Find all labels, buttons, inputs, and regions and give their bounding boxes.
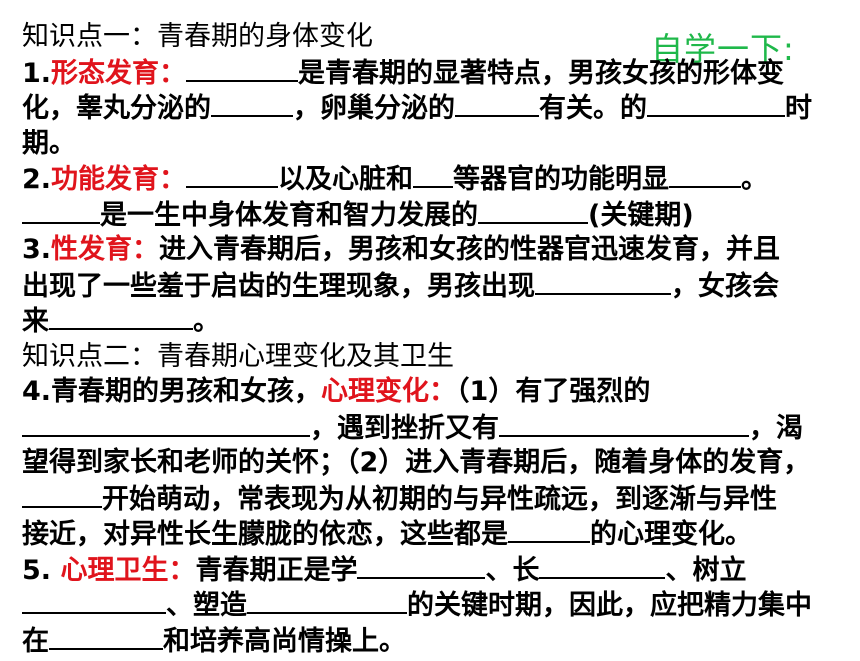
item-4-line-3: 望得到家长和老师的关怀；（2）进入青春期后，随着身体的发育， [22,447,811,478]
blank [508,515,590,543]
blank [22,409,310,437]
item-1-line-1: 1.形态发育：是青春期的显著特点，男孩女孩的形体变 [22,54,784,92]
blank [49,622,163,650]
blank [49,302,193,330]
item-3-label: 性发育： [51,234,160,265]
item-1-line-2: 化，睾丸分泌的，卵巢分泌的有关。的时 [22,89,812,127]
blank [535,267,671,295]
self-study-label: 自学一下: [651,30,795,68]
section-heading-1: 知识点一：青春期的身体变化 [22,21,373,52]
blank [22,196,100,224]
blank [413,160,454,188]
blank [22,586,166,614]
item-4-line-4: 开始萌动，常表现为从初期的与异性疏远，到逐渐与异性 [22,480,777,518]
blank [247,586,407,614]
item-2-line-2: 是一生中身体发育和智力发展的(关键期) [22,196,694,234]
item-4-line-5: 接近，对异性长生朦胧的依恋，这些都是的心理变化。 [22,515,752,553]
blank [478,196,588,224]
item-4-line-2: ，遇到挫折又有，渴 [22,409,803,447]
item-5-line-3-suffix: 和培养高尚情操上。 [163,625,406,657]
item-5-line-2: 、塑造的关键时期，因此，应把精力集中 [22,586,812,624]
item-5-label: 心理卫生： [60,554,196,586]
blank [357,551,486,579]
item-3-line-2: 出现了一些羞于启齿的生理现象，男孩出现，女孩会 [22,267,779,305]
item-2-label: 功能发育： [51,164,187,195]
item-4-line-1: 4.青春期的男孩和女孩，心理变化：（1）有了强烈的 [22,376,651,407]
item-1-line-3: 期。 [22,127,76,159]
section-heading-2: 知识点二：青春期心理变化及其卫生 [22,340,454,372]
item-5-line-3-prefix: 在 [22,625,49,657]
blank [186,160,279,188]
blank [211,89,293,117]
item-3-line-3: 来。 [22,302,220,340]
item-1-label: 形态发育： [51,57,187,89]
blank [499,409,749,437]
blank [22,480,102,508]
item-5-line-1: 5. 心理卫生：青春期正是学、长、树立 [22,551,746,589]
blank [539,551,666,579]
item-5-line-3-text: 在 和培养高尚情操上。 [22,622,406,660]
item-3-line-1: 3.性发育：进入青春期后，男孩和女孩的性器官迅速发育，并且 [22,234,781,265]
item-2-line-1: 2.功能发育：以及心脏和等器官的功能明显。 [22,160,768,198]
item-4-label: 心理变化： [321,376,457,407]
slide: 自学一下: 知识点一：青春期的身体变化 1.形态发育：是青春期的显著特点，男孩女… [22,21,812,657]
blank [455,89,539,117]
blank [186,54,299,82]
blank [647,89,785,117]
blank [669,160,742,188]
